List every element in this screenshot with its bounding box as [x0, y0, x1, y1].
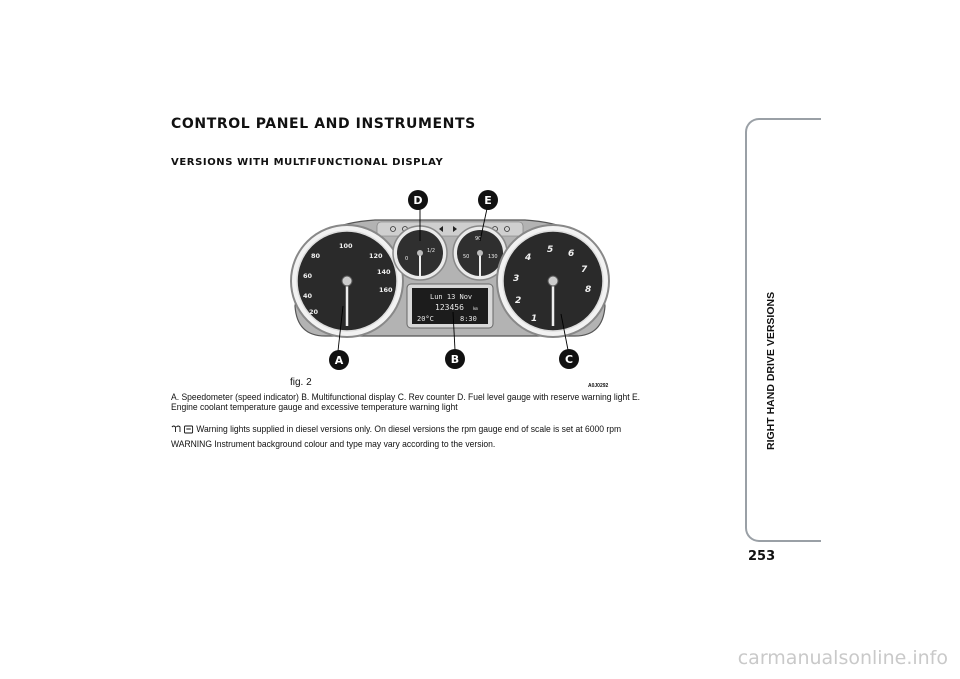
rpm-tick: 5: [547, 245, 553, 255]
speedo-tick: 140: [377, 268, 391, 276]
figure-code: A0J0292: [588, 383, 609, 389]
callout-d: D: [413, 194, 422, 207]
figure-label: fig. 2: [290, 377, 312, 388]
side-tab-label: RIGHT HAND DRIVE VERSIONS: [765, 291, 777, 450]
callout-b: B: [451, 353, 459, 366]
diesel-note-text: Warning lights supplied in diesel versio…: [196, 424, 622, 435]
rpm-tick: 6: [568, 249, 574, 259]
display-time: 8:30: [460, 315, 477, 323]
display-odometer: 123456: [435, 303, 464, 312]
figure-caption: A. Speedometer (speed indicator) B. Mult…: [171, 392, 641, 413]
warning-text: WARNING Instrument background colour and…: [171, 439, 496, 450]
speedo-tick: 120: [369, 252, 383, 260]
speedo-tick: 100: [339, 242, 353, 250]
callout-e: E: [484, 194, 492, 207]
speedo-tick: 160: [379, 286, 393, 294]
temp-mark: 90: [475, 236, 481, 242]
side-tab-frame: [745, 118, 821, 542]
fuel-mark: 0: [405, 256, 408, 262]
diesel-filter-icon: [184, 425, 194, 434]
glow-plug-icon: [171, 425, 181, 432]
callout-a: A: [335, 354, 344, 367]
rpm-tick: 4: [524, 253, 531, 263]
speedo-tick: 20: [309, 308, 319, 316]
rpm-tick: 1: [531, 314, 537, 324]
temp-mark: 130: [488, 254, 498, 260]
fuel-mark: 1/2: [427, 248, 435, 254]
display-temperature: 20°C: [417, 315, 434, 323]
rpm-tick: 8: [585, 285, 591, 295]
temp-mark: 50: [463, 254, 469, 260]
section-subheading: VERSIONS WITH MULTIFUNCTIONAL DISPLAY: [171, 157, 444, 168]
callout-c: C: [565, 353, 573, 366]
page-number: 253: [748, 549, 776, 564]
instrument-panel-figure: 20 40 60 80 100 120 140 160 0 1/2 50 90 …: [290, 190, 610, 370]
rpm-tick: 7: [581, 265, 588, 275]
display-date: Lun 13 Nov: [430, 293, 472, 301]
watermark: carmanualsonline.info: [737, 647, 948, 669]
display-odometer-unit: km: [473, 306, 478, 311]
rpm-tick: 2: [515, 296, 521, 306]
speedo-tick: 60: [303, 272, 313, 280]
speedo-tick: 40: [303, 292, 313, 300]
speedo-tick: 80: [311, 252, 321, 260]
diesel-note: Warning lights supplied in diesel versio…: [171, 424, 675, 437]
rpm-tick: 3: [513, 274, 519, 284]
section-heading: CONTROL PANEL AND INSTRUMENTS: [171, 116, 476, 132]
